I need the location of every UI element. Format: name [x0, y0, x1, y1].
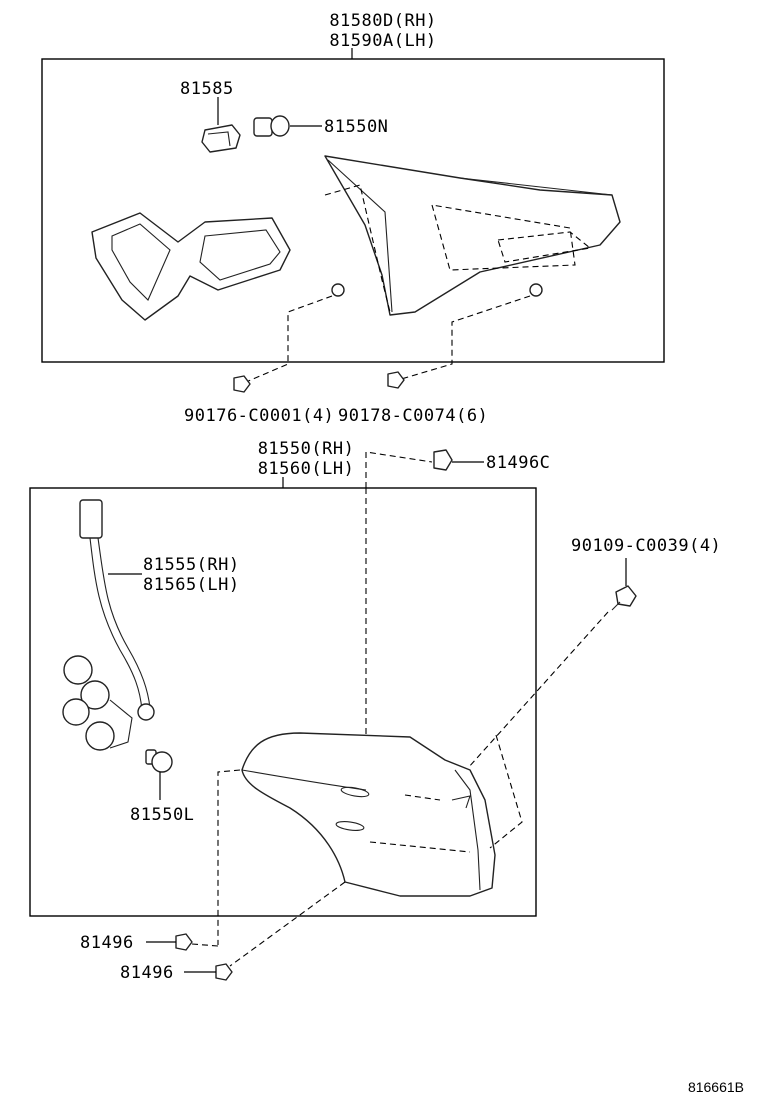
- outer-lamp-hidden-line-left: [324, 184, 391, 313]
- label-nut-81496-a: 81496: [80, 933, 134, 953]
- inner-lamp-hidden-line-2: [404, 794, 441, 801]
- inner-lamp-side-hidden: [489, 734, 523, 849]
- cushion-81496c-path: [365, 451, 433, 488]
- nut-81496-b-part: [215, 963, 233, 981]
- label-socket-wire-rh: 81555(RH): [143, 555, 240, 575]
- label-outer-lamp-lh: 81590A(LH): [329, 31, 436, 51]
- nut-inner-left: [331, 283, 345, 297]
- nut-81496-a-part: [175, 933, 193, 951]
- nut-90176-part: [233, 375, 251, 393]
- inner-lamp-housing-part: [241, 732, 496, 897]
- label-bulb-81550l: 81550L: [130, 805, 194, 825]
- label-cushion-81496c: 81496C: [486, 453, 550, 473]
- diagram-reference-number: 816661B: [688, 1079, 744, 1095]
- label-nut-81496-b: 81496: [120, 963, 174, 983]
- outer-lamp-lens-detail: [497, 231, 592, 263]
- label-bulb-81550n: 81550N: [324, 117, 388, 137]
- nut-90176-path: [245, 295, 333, 383]
- label-screw-90109: 90109-C0039(4): [571, 536, 721, 556]
- label-socket-wire-lh: 81565(LH): [143, 575, 240, 595]
- screw-90109-part: [611, 585, 637, 611]
- label-inner-lamp-lh: 81560(LH): [258, 459, 355, 479]
- label-socket-81585: 81585: [180, 79, 234, 99]
- nut-90178-path: [397, 295, 531, 381]
- label-inner-lamp-rh: 81550(RH): [258, 439, 355, 459]
- nut-inner-right: [529, 283, 543, 297]
- nut-81496-b-path: [229, 881, 346, 967]
- label-outer-lamp-rh: 81580D(RH): [329, 11, 436, 31]
- socket-81585-part: [201, 124, 241, 153]
- bulb-81550n-part: [253, 115, 290, 137]
- bulb-81550l-part: [145, 749, 173, 773]
- screw-90109-path: [467, 611, 609, 769]
- socket-wire-part: [62, 499, 155, 751]
- gasket-part: [91, 212, 291, 321]
- outer-lamp-housing-part: [324, 155, 621, 316]
- outer-lamp-hidden-line-body: [431, 204, 576, 271]
- upper-assembly-frame: [41, 58, 665, 363]
- inner-lamp-hidden-line-1: [369, 841, 471, 853]
- nut-90178-part: [387, 371, 405, 389]
- label-nut-90178: 90178-C0074(6): [338, 406, 488, 426]
- nut-81496-a-path: [217, 769, 241, 945]
- nut-81496-a-link: [191, 943, 219, 947]
- label-nut-90176: 90176-C0001(4): [184, 406, 334, 426]
- cushion-81496c-part: [433, 449, 453, 471]
